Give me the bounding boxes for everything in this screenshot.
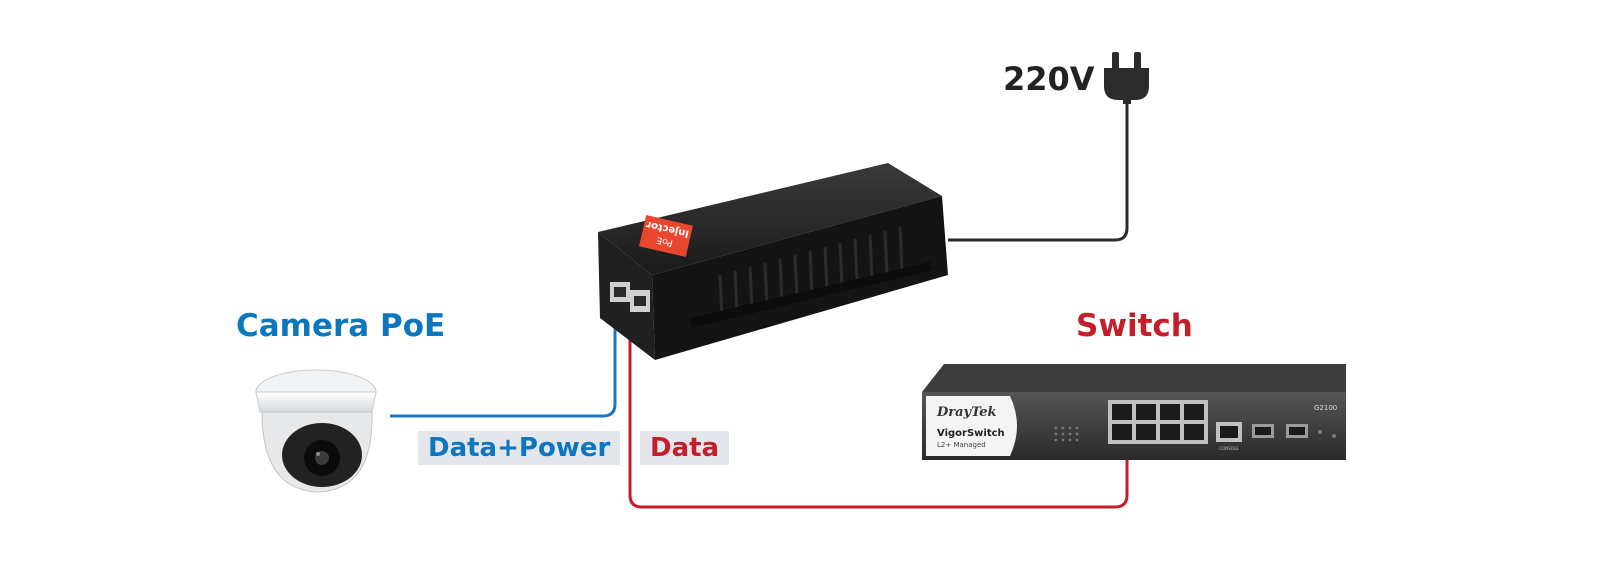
camera-title: Camera PoE xyxy=(236,308,446,344)
power-cable xyxy=(948,98,1129,242)
dome-camera xyxy=(255,369,377,493)
poe-injector: PoE Injector xyxy=(598,163,948,360)
data-power-tag: Data+Power xyxy=(418,431,621,465)
power-plug-icon xyxy=(1104,52,1149,104)
switch-product: VigorSwitch xyxy=(937,428,1005,439)
switch-brand: DrayTek xyxy=(936,405,997,420)
injector-ribs xyxy=(718,226,904,319)
injector-sticker: PoE Injector xyxy=(639,215,693,257)
data-cable xyxy=(628,318,1129,509)
switch-front-panel xyxy=(926,396,1017,456)
switch-model: G2100 xyxy=(1314,404,1337,412)
voltage-label: 220V xyxy=(1003,60,1095,98)
network-switch: DrayTek VigorSwitch L2+ Managed G2100 CO… xyxy=(922,364,1346,460)
switch-ethernet-ports xyxy=(1108,400,1208,444)
switch-title: Switch xyxy=(1076,308,1193,344)
switch-console-label: CONSOLE xyxy=(1219,446,1239,451)
switch-subtitle: L2+ Managed xyxy=(937,441,986,449)
sticker-line1: PoE xyxy=(656,234,674,247)
data-power-cable xyxy=(390,318,617,418)
data-tag: Data xyxy=(640,431,730,465)
switch-status-leds xyxy=(1054,426,1079,442)
